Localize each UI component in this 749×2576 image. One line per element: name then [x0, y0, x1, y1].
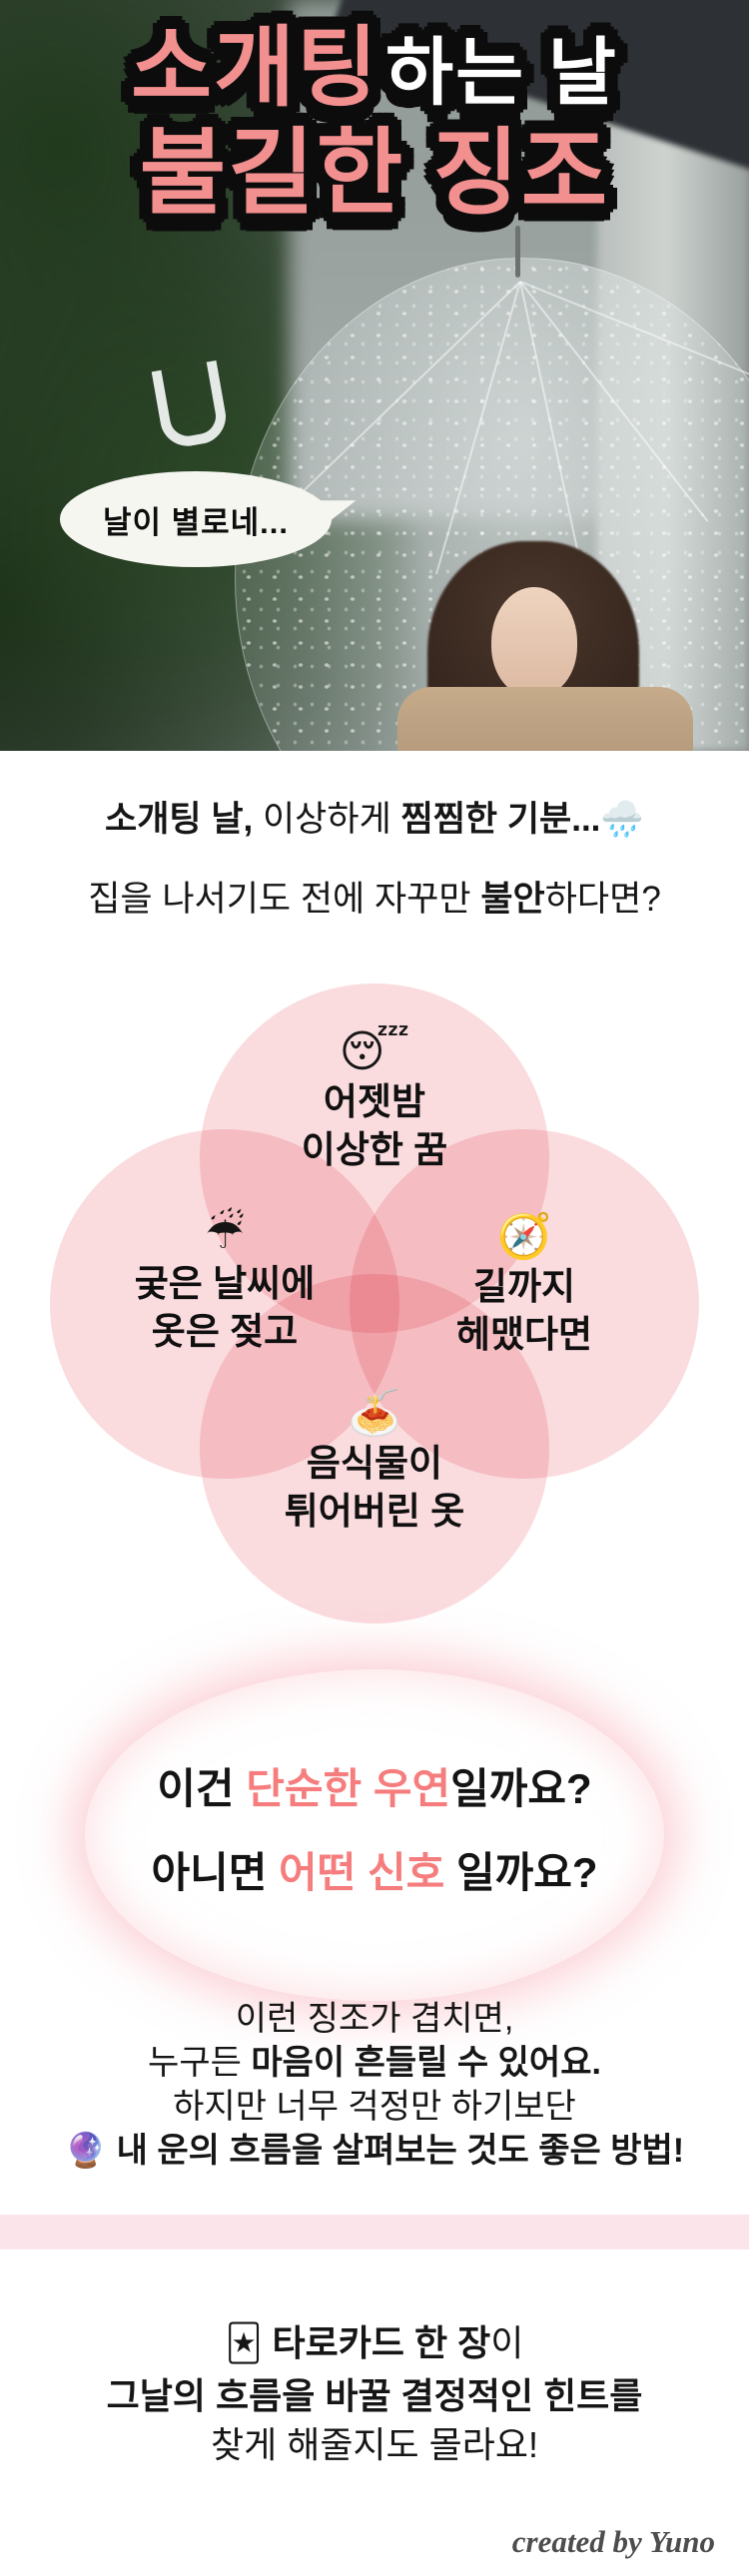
tarot-1-bold: 타로카드 한 장: [262, 2322, 491, 2363]
title-rest: 하는 날: [385, 31, 618, 114]
sign-text: 길까지: [472, 1266, 576, 1307]
tarot-line-2: 그날의 흐름을 바꿀 결정적인 힌트를: [106, 2375, 643, 2416]
advice-line-2: 누구든 마음이 흔들릴 수 있어요.: [0, 2035, 749, 2084]
intro-line-1-bold-b: 찜찜한 기분...: [400, 800, 601, 839]
sign-label-weather: ☔ 궂은 날씨에 옷은 젖고: [135, 1208, 315, 1356]
umbrella-rain-icon: ☔: [205, 1209, 245, 1258]
rain-cloud-icon: 🌧️: [600, 800, 644, 839]
woman-trench-coat: [397, 687, 693, 751]
sign-text: 헤맸다면: [455, 1314, 593, 1355]
footer-credit: created by Yuno: [511, 2524, 715, 2559]
question-1-accent: 단순한 우연: [246, 1765, 451, 1812]
main-title: 소개팅 하는 날 불길한 징조: [0, 24, 749, 220]
compass-icon: 🧭: [496, 1212, 552, 1261]
tarot-line-1: 🃏 타로카드 한 장이: [0, 2314, 749, 2366]
crystal-ball-icon: 🔮: [64, 2132, 108, 2170]
tarot-1-regular: 이: [490, 2322, 524, 2363]
title-line-1: 소개팅 하는 날: [0, 24, 749, 112]
intro-line-2-bold: 불안: [480, 880, 545, 919]
advice-line-3: 하지만 너무 걱정만 하기보단: [173, 2088, 576, 2126]
title-line-2: 불길한 징조: [139, 120, 610, 225]
intro-line-1-bold-a: 소개팅 날,: [105, 800, 254, 839]
hero-photo: 소개팅 하는 날 불길한 징조 날이 별로네...: [0, 0, 749, 751]
title-accent: 소개팅: [131, 18, 380, 117]
woman-face: [491, 587, 577, 697]
intro-line-1: 소개팅 날, 이상하게 찜찜한 기분...🌧️: [0, 791, 749, 842]
question-1-regular-a: 이건: [157, 1765, 247, 1812]
advice-4-bold: 내 운의 흐름을 살펴보는 것도 좋은 방법!: [107, 2132, 685, 2170]
intro-line-2-regular-b: 하다면?: [544, 880, 661, 919]
question-1-regular-b: 일까요?: [450, 1765, 592, 1812]
intro-line-2: 집을 나서기도 전에 자꾸만 불안하다면?: [0, 871, 749, 922]
umbrella-tip: [515, 226, 520, 278]
advice-line-1: 이런 징조가 겹치면,: [235, 2000, 514, 2038]
speech-bubble: 날이 별로네...: [60, 471, 332, 567]
intro-line-1-regular: 이상하게: [253, 800, 401, 839]
sign-text: 이상한 꿈: [301, 1129, 448, 1170]
question-line-2: 아니면 어떤 신호 일까요?: [0, 1839, 749, 1900]
advice-line-4: 🔮 내 운의 흐름을 살펴보는 것도 좋은 방법!: [0, 2123, 749, 2172]
sign-text: 음식물이: [306, 1443, 443, 1484]
question-2-regular-b: 일까요?: [444, 1849, 598, 1896]
sign-text: 궂은 날씨에: [134, 1263, 316, 1304]
sign-circle-bottom: [200, 1274, 549, 1623]
joker-card-icon: 🃏: [225, 2322, 263, 2363]
sign-text: 어젯밤: [323, 1081, 426, 1122]
advice-2-bold: 마음이 흔들릴 수 있어요.: [251, 2044, 601, 2082]
advice-2-regular: 누구든: [148, 2044, 252, 2082]
question-ellipse: [85, 1669, 664, 2001]
spaghetti-icon: 🍝: [347, 1389, 402, 1438]
sign-label-food: 🍝 음식물이 튀어버린 옷: [285, 1388, 464, 1536]
question-2-regular-a: 아니면: [151, 1849, 280, 1896]
question-line-1: 이건 단순한 우연일까요?: [0, 1755, 749, 1816]
tarot-line-3: 찾게 해줄지도 몰라요!: [210, 2424, 539, 2465]
sign-label-lost: 🧭 길까지 헤맸다면: [456, 1211, 592, 1359]
question-2-accent: 어떤 신호: [279, 1849, 445, 1896]
sign-label-dream: 😴 어젯밤 이상한 꿈: [302, 1026, 447, 1174]
divider-band: [0, 2215, 749, 2250]
sign-text: 튀어버린 옷: [284, 1491, 465, 1532]
sleeping-face-icon: 😴: [339, 1027, 410, 1076]
speech-bubble-text: 날이 별로네...: [102, 504, 290, 540]
sign-text: 옷은 젖고: [151, 1311, 299, 1352]
intro-line-2-regular-a: 집을 나서기도 전에 자꾸만: [88, 880, 481, 919]
